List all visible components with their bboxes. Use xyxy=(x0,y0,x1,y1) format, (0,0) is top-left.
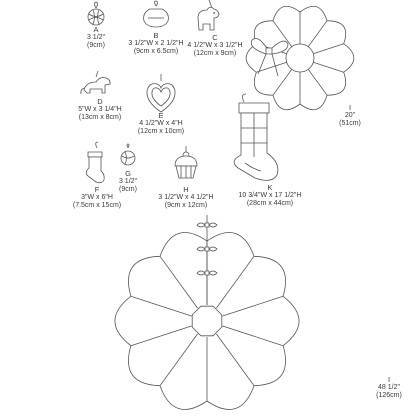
wreath-bow xyxy=(250,37,269,55)
ornament-a-ball xyxy=(87,1,105,26)
wreath xyxy=(245,5,355,111)
ornament-h-cupcake xyxy=(174,146,198,179)
ornament-b-pouch xyxy=(143,0,169,28)
label-i-skirt: I 48 1/2" (126cm) xyxy=(376,375,402,400)
ornament-e-heart xyxy=(146,74,176,113)
ornament-c-dog xyxy=(197,0,220,31)
ornament-f-stocking xyxy=(85,141,105,184)
label-f: F 3"W x 6"H (7.5cm x 15cm) xyxy=(72,185,122,210)
ornament-d-horse xyxy=(80,70,111,95)
tree-skirt xyxy=(114,215,300,410)
label-b: B 3 1/2"W x 2 1/2"H (9cm x 6.5cm) xyxy=(128,31,184,56)
tree-skirt-center xyxy=(191,305,223,337)
label-c: C 4 1/2"W x 3 1/2"H (12cm x 9cm) xyxy=(187,33,243,58)
label-h: H 3 1/2"W x 4 1/2"H (9cm x 12cm) xyxy=(158,185,214,210)
wreath-center xyxy=(285,43,315,73)
tie-2 xyxy=(196,246,206,252)
tie-1 xyxy=(196,222,206,228)
ornament-g-ball xyxy=(120,143,136,166)
label-e: E 4 1/2"W x 4"H (12cm x 10cm) xyxy=(137,111,185,136)
stocking-k xyxy=(233,93,279,181)
label-d: D 5"W x 3 1/4"H (13cm x 8cm) xyxy=(78,97,122,122)
label-a: A 3 1/2" (9cm) xyxy=(86,25,106,50)
tie-3 xyxy=(196,270,206,276)
label-i-wreath: I 20" (51cm) xyxy=(339,103,361,128)
label-k: K 10 3/4"W x 17 1/2"H (28cm x 44cm) xyxy=(238,183,302,208)
label-g: G 3 1/2" (9cm) xyxy=(118,169,138,194)
